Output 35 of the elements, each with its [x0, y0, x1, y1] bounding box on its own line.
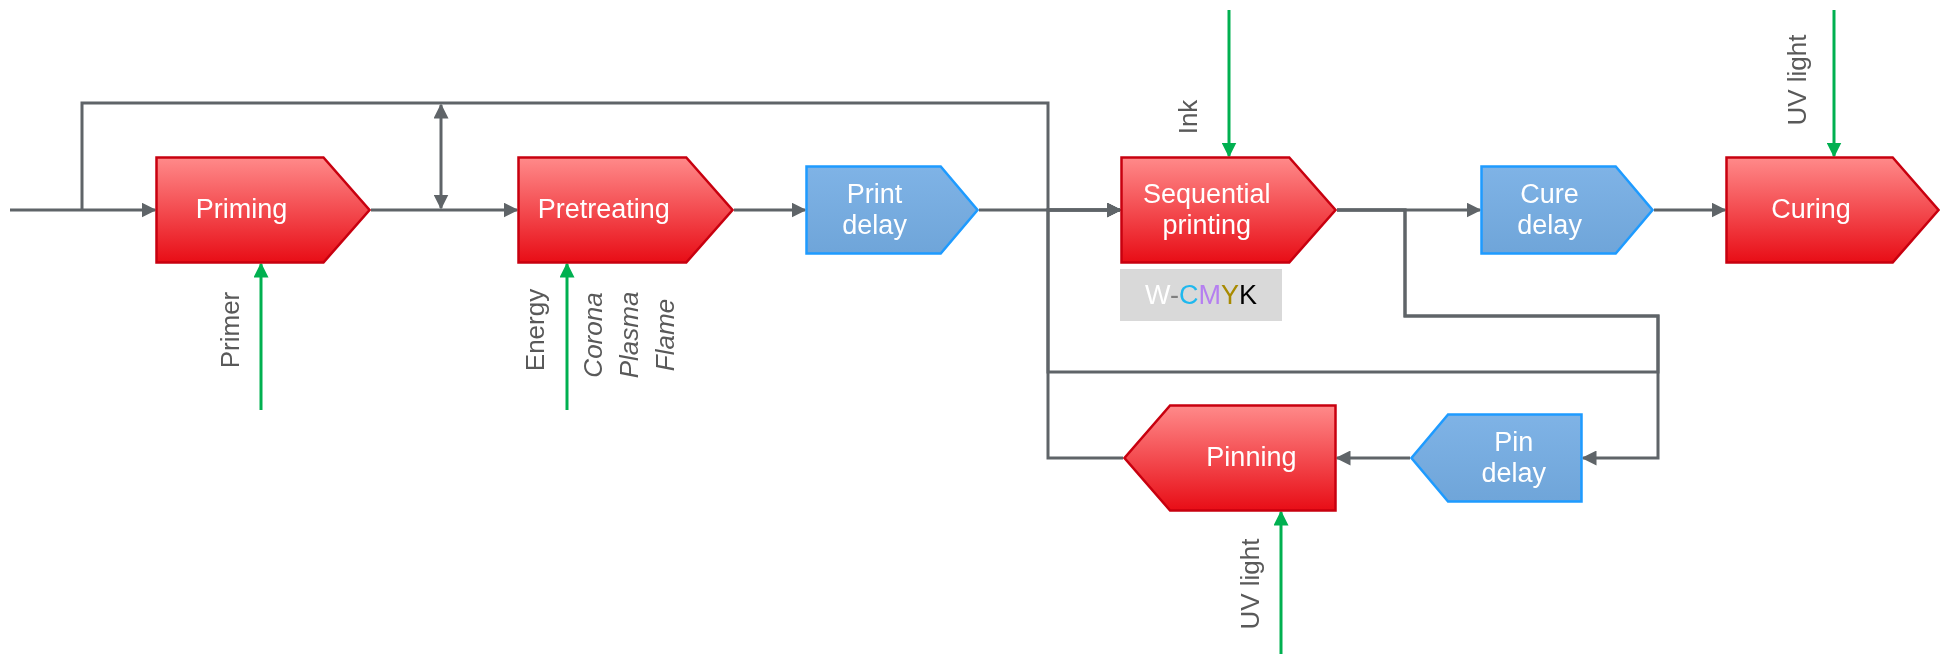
- input-arrow: [1826, 10, 1842, 158]
- delay-pentagon: [805, 165, 979, 255]
- flow-arrow: [1335, 450, 1410, 466]
- process-pentagon: [517, 156, 734, 264]
- input-label: UV light: [1784, 34, 1810, 126]
- input-label: Corona: [580, 292, 606, 378]
- input-arrow: [559, 262, 575, 410]
- input-label: Primer: [217, 291, 243, 369]
- process-pentagon: [1123, 404, 1337, 512]
- node-label: Sequential printing: [1142, 178, 1272, 242]
- process-pentagon: [1120, 156, 1337, 264]
- input-label: Plasma: [616, 291, 642, 379]
- process-pentagon: [155, 156, 371, 264]
- flow-arrow: [10, 202, 157, 218]
- node-label: Priming: [195, 194, 288, 226]
- input-label: Energy: [522, 288, 548, 372]
- process-pentagon: [1725, 156, 1940, 264]
- input-arrow: [1221, 10, 1237, 158]
- node-label: Pretreating: [537, 194, 670, 226]
- delay-pentagon: [1480, 165, 1654, 255]
- node-label: Cure delay: [1516, 178, 1583, 242]
- node-label: Pinning: [1206, 442, 1297, 474]
- flow-arrow: [371, 202, 519, 218]
- flow-arrow: [734, 202, 807, 218]
- input-arrow: [1273, 510, 1289, 654]
- node-label: Curing: [1771, 194, 1851, 226]
- flow-arrow: [1654, 202, 1727, 218]
- input-label: UV light: [1237, 538, 1263, 630]
- node-label: Print delay: [841, 178, 908, 242]
- input-arrow: [253, 262, 269, 410]
- input-label: Ink: [1175, 99, 1201, 135]
- flow-arrow: [1046, 202, 1660, 374]
- node-label: Pin delay: [1480, 426, 1548, 490]
- input-label: Flame: [652, 298, 678, 372]
- delay-pentagon: [1410, 413, 1583, 503]
